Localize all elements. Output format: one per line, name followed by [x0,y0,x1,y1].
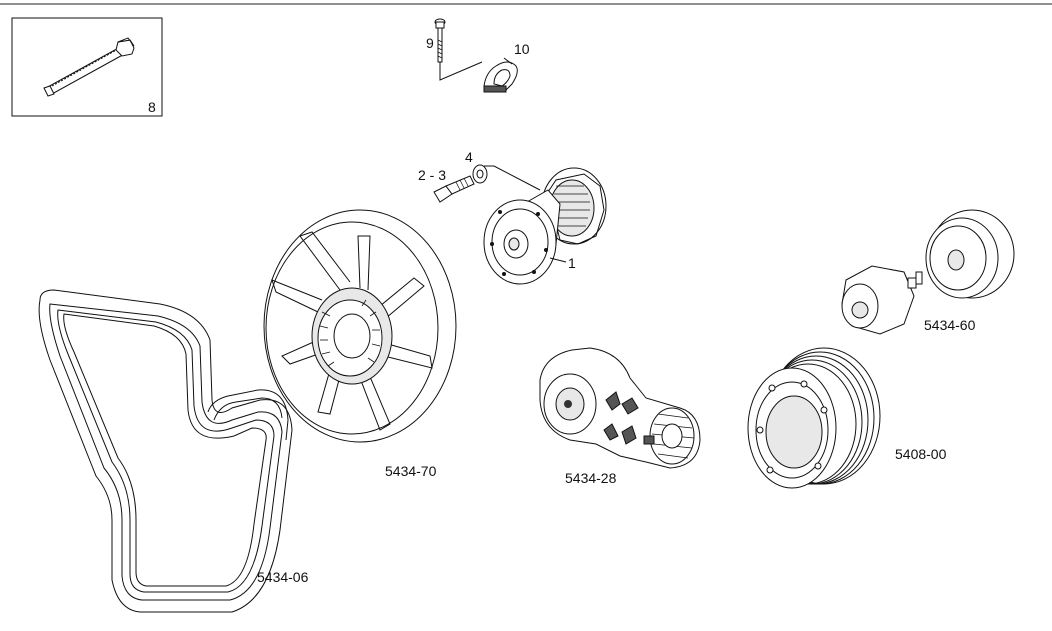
part-2-3-bolt [433,175,475,203]
fan-5434-70 [263,209,457,443]
label-5434-28: 5434-28 [565,470,617,486]
leader-1 [549,257,567,263]
label-5434-06: 5434-06 [257,569,309,585]
label-part-8: 8 [148,99,156,115]
part-8-inset: 8 [11,17,163,117]
pulley-5408-00 [747,347,881,489]
cable-tie-icon [43,37,135,97]
fan-blades [271,231,433,431]
leader-4 [484,165,541,191]
part-9-bolt [434,18,446,63]
label-part-2-3: 2 - 3 [418,167,446,183]
belt-5434-06 [38,289,293,613]
tensioner-5434-28 [539,347,701,469]
label-5408-00: 5408-00 [895,446,947,462]
label-part-10: 10 [514,41,530,57]
part-4-washer [472,164,488,184]
label-part-1: 1 [568,255,576,271]
hub-ribs [319,299,381,367]
leader-9-10 [439,61,483,81]
label-part-4: 4 [465,149,473,165]
idler-5434-60 [841,209,1015,335]
label-5434-70: 5434-70 [385,463,437,479]
part-1-fan-hub [483,167,607,285]
inset-frame [11,17,163,117]
part-10-clamp [483,57,518,93]
label-part-9: 9 [426,35,434,51]
label-5434-60: 5434-60 [924,317,976,333]
